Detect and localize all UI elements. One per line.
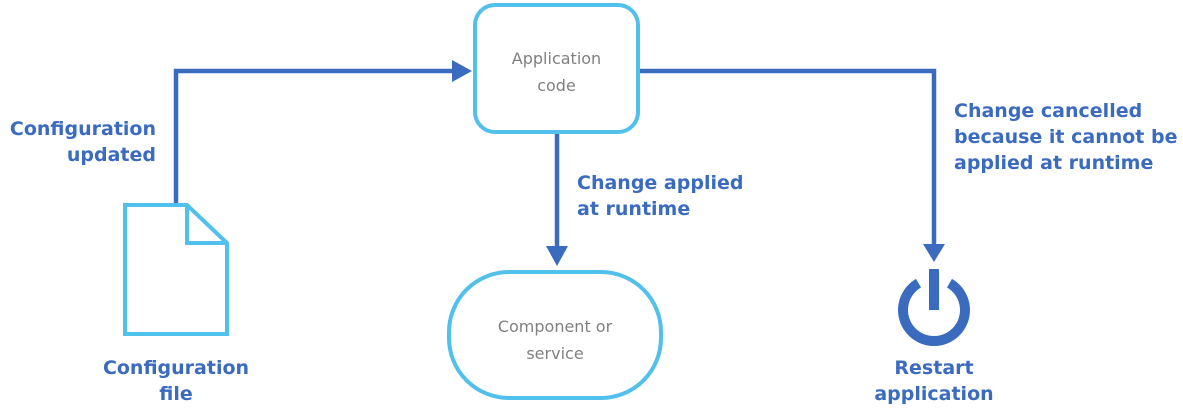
change-cancelled-label: Change cancelled because it cannot be ap…	[954, 100, 1178, 174]
application-code-label: Application code	[511, 49, 602, 95]
application-code-box	[473, 3, 640, 134]
restart-application-label: Restart application	[874, 357, 994, 405]
component-service-box	[447, 270, 663, 400]
document-icon	[123, 203, 229, 336]
configuration-file-label: Configuration file	[102, 357, 250, 405]
power-icon	[898, 269, 970, 346]
arrow-app-to-restart	[640, 68, 945, 262]
arrow-app-to-component	[546, 134, 568, 266]
change-applied-label: Change applied at runtime	[577, 172, 744, 220]
configuration-updated-label: Configuration updated	[9, 118, 156, 166]
arrow-config-to-app	[173, 60, 472, 205]
component-service-label: Component or service	[497, 317, 613, 363]
